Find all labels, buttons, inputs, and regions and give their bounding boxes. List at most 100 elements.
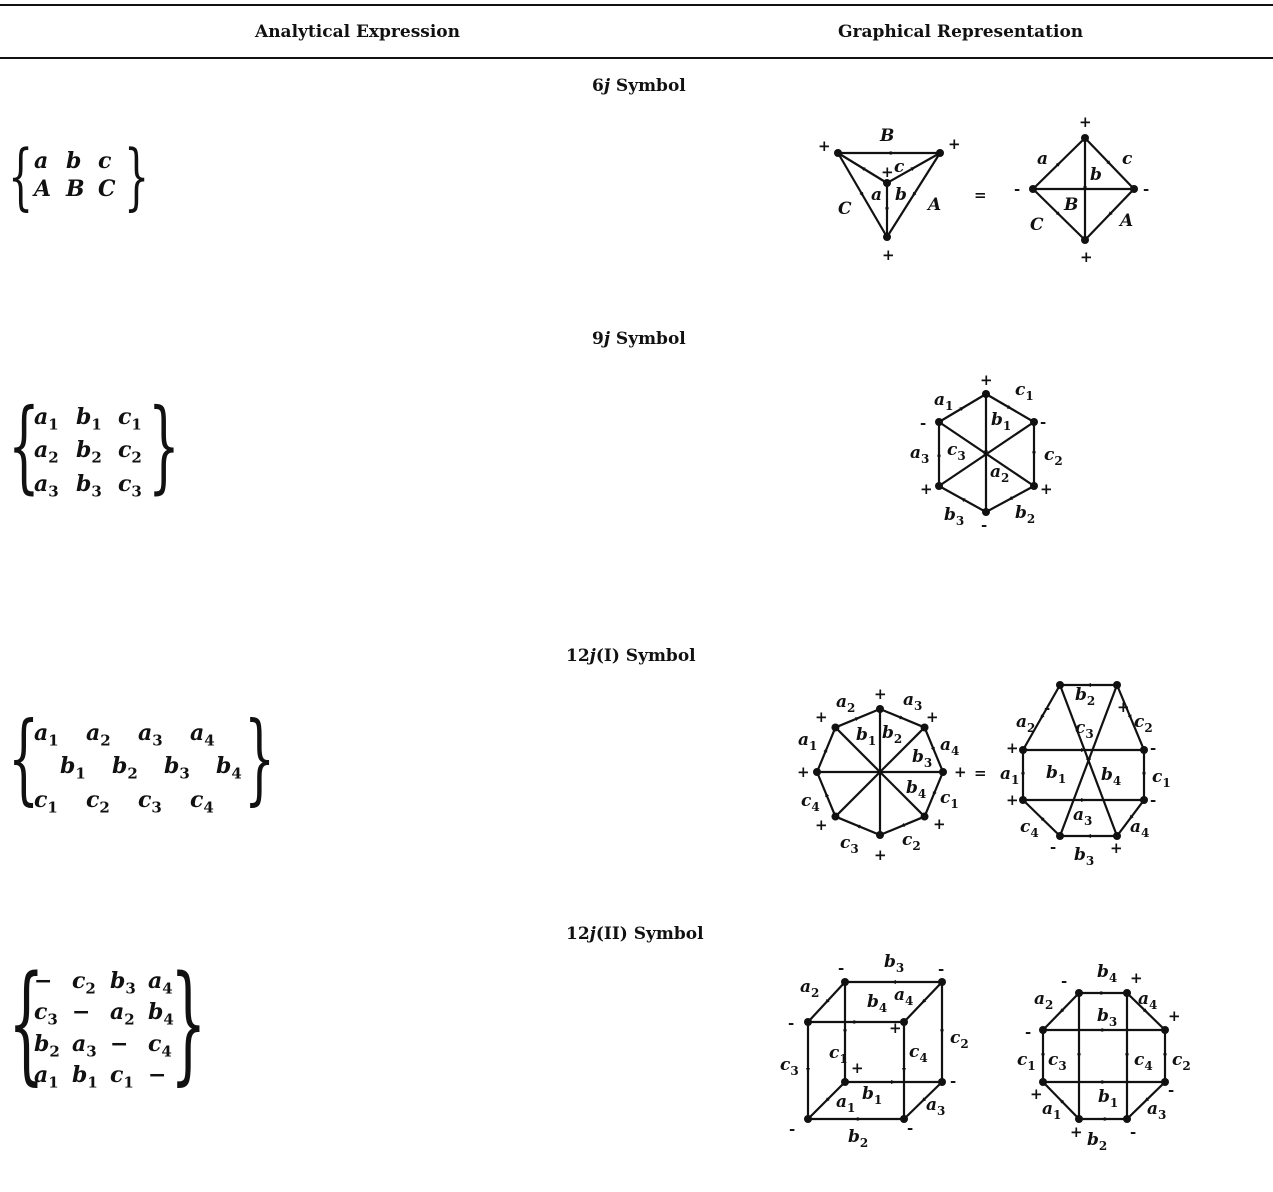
vertex-node [883, 233, 891, 241]
vertex-sign: + [818, 137, 831, 155]
edge-label: C [838, 199, 852, 219]
title-12j-II-symbol: 12j(II) Symbol [566, 924, 704, 944]
vertex-sign: + [881, 163, 894, 181]
vertex-sign: + [882, 246, 895, 264]
matrix-cell: c2 [86, 786, 110, 817]
vertex-sign: - [1014, 180, 1020, 198]
matrix-cell: a1 [34, 720, 59, 750]
vertex-node [935, 418, 943, 426]
vertex-sign: + [1110, 839, 1123, 857]
matrix-cell: b3 [76, 470, 102, 501]
equals-6j: = [974, 186, 987, 204]
vertex-sign: + [874, 846, 887, 864]
vertex-sign: - [1130, 1123, 1136, 1141]
vertex-node [1113, 681, 1121, 689]
vertex-sign: - [1061, 972, 1067, 990]
vertex-node [939, 768, 947, 776]
matrix-cell: a2 [34, 437, 59, 467]
vertex-node [1029, 185, 1037, 193]
right-brace: } [244, 702, 276, 816]
vertex-node [1030, 418, 1038, 426]
vertex-node [831, 812, 840, 821]
vertex-sign: - [1040, 413, 1046, 431]
vertex-node [920, 723, 929, 732]
matrix-cell: a3 [72, 1030, 97, 1061]
vertex-sign: - [1150, 739, 1156, 757]
matrix-cell: b4 [216, 753, 242, 783]
vertex-node [1075, 989, 1083, 997]
column-header-graphical: Graphical Representation [838, 22, 1084, 42]
edge-label: B [1063, 195, 1078, 215]
edge-label: b [1090, 165, 1102, 185]
matrix-cell: b1 [76, 404, 102, 434]
vertex-sign: + [920, 480, 933, 498]
vertex-sign: - [789, 1120, 795, 1138]
vertex-node [834, 149, 842, 157]
vertex-node [1081, 236, 1089, 244]
left-brace: { [8, 387, 40, 504]
matrix-cell: − [72, 999, 91, 1026]
vertex-sign: + [797, 763, 810, 781]
column-header-analytical: Analytical Expression [255, 22, 461, 42]
vertex-node [1039, 1078, 1047, 1086]
vertex-node [1056, 681, 1064, 689]
vertex-node [1019, 746, 1027, 754]
edge-label: b [895, 185, 907, 205]
left-brace: { [8, 702, 40, 816]
vertex-sign: - [1168, 1081, 1174, 1099]
vertex-sign: - [1044, 699, 1050, 717]
matrix-cell: c1 [34, 786, 58, 817]
vertex-node [1075, 1115, 1083, 1123]
matrix-cell: a4 [190, 720, 215, 750]
vertex-sign: + [1080, 248, 1093, 266]
matrix-cell: c4 [190, 786, 214, 817]
matrix-cell: c1 [118, 404, 142, 434]
vertex-node [1113, 832, 1121, 840]
matrix-cell: b3 [164, 753, 190, 783]
edge-label: c [894, 157, 905, 177]
matrix-cell: b1 [60, 753, 86, 783]
right-brace: } [170, 949, 207, 1098]
vertex-node [1130, 185, 1138, 193]
edge-label: c [1122, 149, 1133, 169]
title-6j-symbol: 6j Symbol [592, 76, 686, 96]
right-brace: } [124, 134, 150, 218]
vertex-node [841, 978, 849, 986]
vertex-sign: + [1030, 1085, 1043, 1103]
matrix-cell: c2 [118, 437, 142, 467]
vertex-node [920, 812, 929, 821]
vertex-sign: + [815, 816, 828, 834]
vertex-node [982, 508, 990, 516]
vertex-node [936, 149, 944, 157]
vertex-node [1123, 989, 1131, 997]
matrix-cell: a3 [34, 470, 59, 501]
vertex-sign: - [938, 960, 944, 978]
vertex-sign: + [889, 1019, 902, 1037]
matrix-cell: c [98, 148, 112, 174]
matrix-cell: c4 [148, 1030, 172, 1061]
matrix-cell: a [34, 148, 49, 174]
matrix-cell: − [34, 968, 53, 994]
left-brace: { [8, 134, 34, 218]
matrix-cell: c3 [138, 786, 162, 817]
matrix-cell: b [66, 148, 82, 174]
vertex-node [938, 978, 946, 986]
edge-label: a [871, 185, 882, 205]
vertex-node [982, 390, 990, 398]
vertex-node [1140, 746, 1148, 754]
vertex-sign: - [838, 959, 844, 977]
matrix-cell: a2 [110, 999, 135, 1029]
matrix-cell: a1 [34, 1062, 59, 1092]
matrix-cell: B [66, 176, 85, 202]
vertex-sign: + [933, 815, 946, 833]
matrix-cell: a4 [148, 968, 173, 998]
vertex-node [1019, 796, 1027, 804]
matrix-cell: a2 [86, 720, 111, 750]
matrix-cell: a1 [34, 404, 59, 434]
vertex-sign: + [926, 708, 939, 726]
